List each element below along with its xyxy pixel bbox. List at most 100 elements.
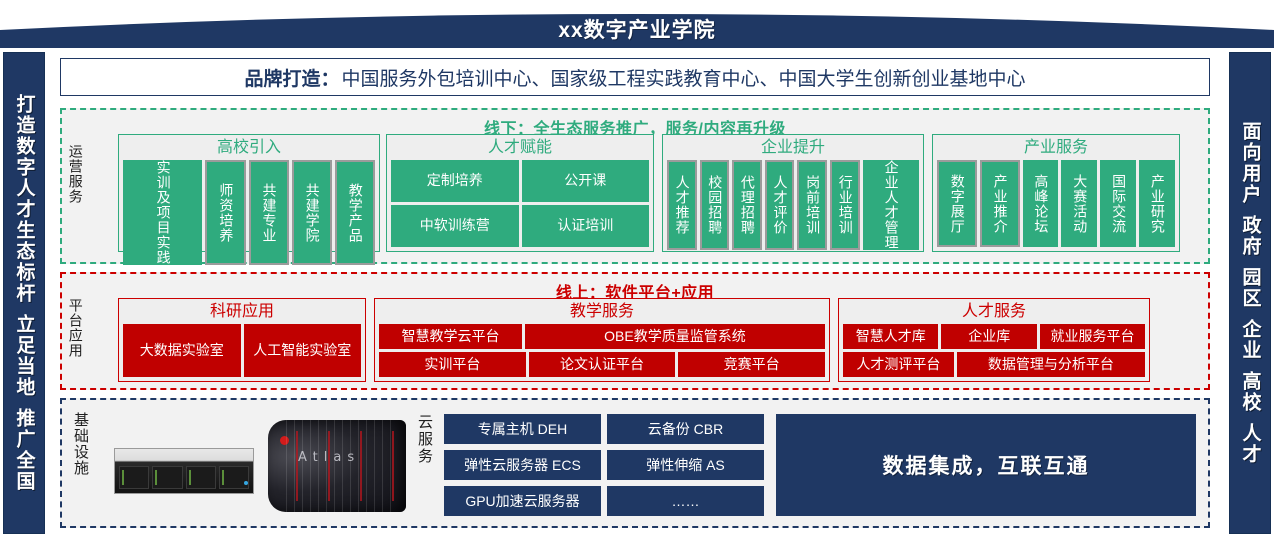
infrastructure-section: 基础设施 Atlas 云服务 专属主机 [60, 398, 1210, 528]
left-pillar-item-1: 立足当地 [13, 314, 35, 398]
online-chip[interactable]: OBE教学质量监管系统 [524, 324, 825, 349]
atlas-led-strip [328, 431, 330, 501]
cloud-service-chip[interactable]: GPU加速云服务器 [444, 486, 601, 516]
atlas-slat [358, 420, 359, 512]
left-pillar-item-2: 推广全国 [13, 408, 35, 492]
online-chip[interactable]: 大数据实验室 [123, 324, 241, 377]
cloud-service-chip[interactable]: 专属主机 DEH [444, 414, 601, 444]
roof-shape [0, 14, 1274, 48]
group-body: 大数据实验室人工智能实验室 [119, 324, 365, 381]
group-title: 科研应用 [209, 303, 274, 320]
offline-chip[interactable]: 人才评价 [764, 160, 795, 250]
group-body: 人才推荐校园招聘代理招聘人才评价岗前培训行业培训企业人才管理 [663, 160, 923, 254]
server-images: Atlas [108, 414, 408, 516]
offline-chip[interactable]: 大赛活动 [1061, 160, 1098, 247]
left-pillar: 打造数字人才生态标杆立足当地推广全国 [3, 52, 45, 534]
offline-chip[interactable]: 共建学院 [291, 160, 332, 265]
online-group-2: 人才服务智慧人才库企业库就业服务平台人才测评平台数据管理与分析平台 [838, 298, 1150, 382]
online-chip[interactable]: 就业服务平台 [1039, 324, 1145, 349]
cloud-service-chip[interactable]: 云备份 CBR [607, 414, 764, 444]
atlas-slat [310, 420, 311, 512]
offline-group-2: 企业提升人才推荐校园招聘代理招聘人才评价岗前培训行业培训企业人才管理 [662, 134, 924, 252]
group-body: 数字展厅产业推介高峰论坛大赛活动国际交流产业研究 [933, 160, 1179, 251]
group-title: 人才赋能 [487, 139, 552, 156]
offline-chip[interactable]: 校园招聘 [699, 160, 730, 250]
group-title: 教学服务 [569, 303, 634, 320]
offline-chip[interactable]: 产业推介 [979, 160, 1020, 247]
atlas-led-strip [360, 431, 362, 501]
offline-chip[interactable]: 代理招聘 [732, 160, 762, 250]
right-pillar-item-2: 园区 [1239, 267, 1261, 309]
status-led-icon [244, 481, 248, 485]
data-integration-panel: 数据集成，互联互通 [776, 414, 1196, 516]
online-chip[interactable]: 论文认证平台 [528, 352, 676, 377]
atlas-slat [342, 420, 343, 512]
group-body: 智慧人才库企业库就业服务平台人才测评平台数据管理与分析平台 [839, 324, 1149, 381]
offline-chip[interactable]: 企业人才管理 [862, 160, 919, 250]
infrastructure-side-label: 基础设施 [72, 412, 89, 476]
group-title: 产业服务 [1023, 139, 1088, 156]
atlas-slat [326, 420, 327, 512]
offline-chip[interactable]: 定制培养 [391, 160, 519, 202]
offline-chip[interactable]: 师资培养 [205, 160, 246, 265]
offline-chip[interactable]: 教学产品 [334, 160, 375, 265]
atlas-slat [366, 420, 367, 512]
cloud-service-chip[interactable]: …… [607, 486, 764, 516]
atlas-slat [374, 420, 375, 512]
rack-bay [152, 466, 183, 489]
online-chip[interactable]: 智慧教学云平台 [379, 324, 522, 349]
online-chip[interactable]: 人才测评平台 [843, 352, 954, 377]
offline-chip[interactable]: 公开课 [521, 160, 649, 202]
offline-group-3: 产业服务数字展厅产业推介高峰论坛大赛活动国际交流产业研究 [932, 134, 1180, 252]
online-chip[interactable]: 智慧人才库 [843, 324, 939, 349]
offline-chip[interactable]: 实训及项目实践 [123, 160, 203, 265]
right-pillar: 面向用户政府园区企业高校人才 [1229, 52, 1271, 534]
offline-chip[interactable]: 高峰论坛 [1022, 160, 1059, 247]
offline-chip[interactable]: 人才推荐 [667, 160, 697, 250]
roof-banner: xx数字产业学院 [0, 0, 1274, 48]
left-pillar-item-0: 打造数字人才生态标杆 [13, 94, 35, 304]
atlas-slat [286, 420, 287, 512]
offline-chip[interactable]: 行业培训 [830, 160, 860, 250]
chip-row: 中软训练营认证培训 [391, 205, 649, 247]
atlas-slat [390, 420, 391, 512]
offline-chip[interactable]: 认证培训 [521, 205, 649, 247]
page-title: xx数字产业学院 [558, 19, 716, 42]
offline-group-1: 人才赋能定制培养公开课中软训练营认证培训 [386, 134, 654, 252]
atlas-led-strip [296, 431, 298, 501]
chip-row: 实训平台论文认证平台竞赛平台 [379, 352, 826, 377]
right-pillar-item-3: 企业 [1239, 319, 1261, 361]
chip-row: 智慧人才库企业库就业服务平台 [843, 324, 1145, 349]
atlas-led-strip [392, 431, 394, 501]
brand-text: 中国服务外包培训中心、国家级工程实践教育中心、中国大学生创新创业基地中心 [341, 68, 1026, 90]
offline-chip[interactable]: 数字展厅 [937, 160, 977, 247]
online-chip[interactable]: 人工智能实验室 [243, 324, 361, 377]
atlas-slat [302, 420, 303, 512]
atlas-slat [294, 420, 295, 512]
right-pillar-item-1: 政府 [1239, 215, 1261, 257]
offline-side-label: 运营服务 [67, 144, 84, 204]
rack-bay [218, 466, 249, 489]
brand-label: 品牌打造： [244, 68, 340, 90]
offline-chip[interactable]: 共建专业 [248, 160, 289, 265]
offline-chip[interactable]: 产业研究 [1139, 160, 1175, 247]
cloud-service-chip[interactable]: 弹性伸缩 AS [607, 450, 764, 480]
online-section: 线上：软件平台+应用 平台应用 科研应用大数据实验室人工智能实验室教学服务智慧教… [60, 272, 1210, 390]
online-chip[interactable]: 实训平台 [379, 352, 526, 377]
online-chip[interactable]: 竞赛平台 [678, 352, 826, 377]
offline-chip[interactable]: 国际交流 [1100, 160, 1137, 247]
atlas-slat [350, 420, 351, 512]
atlas-slat [334, 420, 335, 512]
online-chip[interactable]: 数据管理与分析平台 [956, 352, 1145, 377]
right-pillar-item-5: 人才 [1239, 423, 1261, 465]
chip-row: 定制培养公开课 [391, 160, 649, 202]
offline-chip[interactable]: 岗前培训 [797, 160, 828, 250]
cloud-service-chip[interactable]: 弹性云服务器 ECS [444, 450, 601, 480]
online-chip[interactable]: 企业库 [941, 324, 1037, 349]
atlas-brand-text: Atlas [298, 450, 360, 465]
offline-chip[interactable]: 中软训练营 [391, 205, 519, 247]
